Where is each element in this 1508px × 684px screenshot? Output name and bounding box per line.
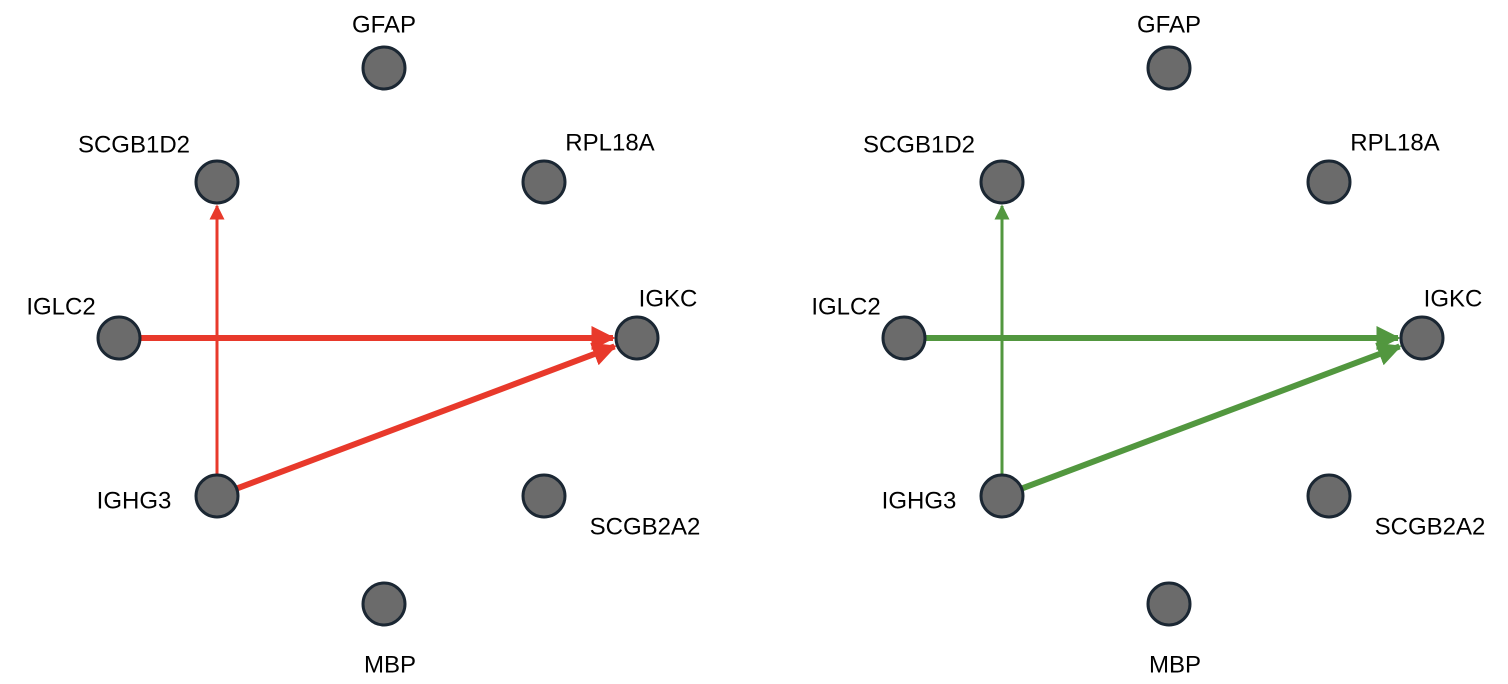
- node-iglc2: [881, 315, 927, 361]
- node-label-ighg3: IGHG3: [882, 487, 957, 514]
- node-label-mbp: MBP: [1149, 651, 1201, 678]
- node-mbp: [1146, 581, 1192, 627]
- node-label-iglc2: IGLC2: [26, 293, 95, 320]
- node-scgb2a2: [521, 473, 567, 519]
- node-label-iglc2: IGLC2: [811, 293, 880, 320]
- node-ighg3: [194, 473, 240, 519]
- edge-ighg3-to-igkc: [1020, 342, 1402, 492]
- node-label-gfap: GFAP: [1137, 11, 1201, 38]
- node-scgb2a2: [1306, 473, 1352, 519]
- node-scgb1d2: [194, 159, 240, 205]
- node-label-scgb2a2: SCGB2A2: [590, 513, 701, 540]
- node-label-ighg3: IGHG3: [97, 487, 172, 514]
- node-label-mbp: MBP: [364, 651, 416, 678]
- node-gfap: [1146, 45, 1192, 91]
- edge-ighg3-to-igkc: [235, 342, 617, 492]
- node-label-scgb1d2: SCGB1D2: [78, 131, 190, 158]
- node-gfap: [361, 45, 407, 91]
- node-label-scgb1d2: SCGB1D2: [863, 131, 975, 158]
- node-igkc: [614, 315, 660, 361]
- node-rpl18a: [521, 159, 567, 205]
- node-mbp: [361, 581, 407, 627]
- node-label-igkc: IGKC: [1424, 285, 1483, 312]
- node-rpl18a: [1306, 159, 1352, 205]
- node-iglc2: [96, 315, 142, 361]
- node-label-igkc: IGKC: [639, 285, 698, 312]
- node-ighg3: [979, 473, 1025, 519]
- node-igkc: [1399, 315, 1445, 361]
- node-scgb1d2: [979, 159, 1025, 205]
- node-label-gfap: GFAP: [352, 11, 416, 38]
- node-label-rpl18a: RPL18A: [565, 129, 654, 156]
- node-label-scgb2a2: SCGB2A2: [1375, 513, 1486, 540]
- node-label-rpl18a: RPL18A: [1350, 129, 1439, 156]
